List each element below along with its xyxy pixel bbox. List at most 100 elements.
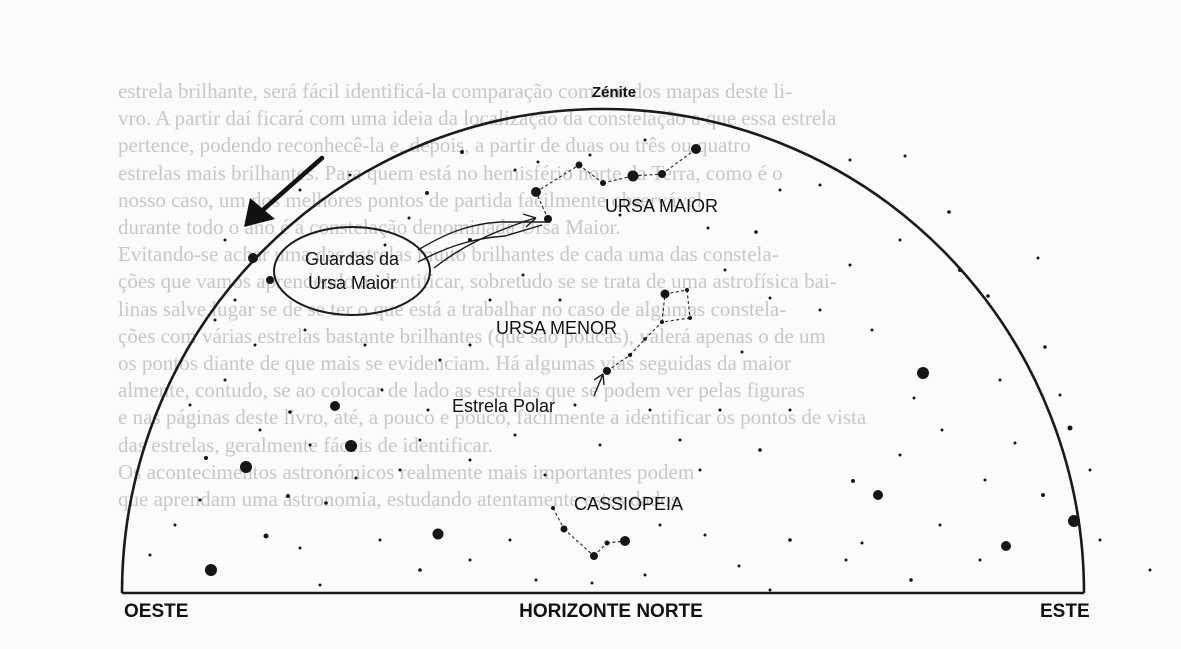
star xyxy=(860,541,864,545)
star xyxy=(536,160,540,164)
zenith-label: Zénite xyxy=(592,84,636,101)
star xyxy=(848,158,852,162)
star xyxy=(1043,345,1047,349)
guards-arrow-outline-a xyxy=(417,221,550,251)
guards-arrowhead xyxy=(522,213,537,228)
star xyxy=(718,408,722,412)
bright-star xyxy=(1001,541,1011,551)
bright-star xyxy=(917,367,929,379)
star xyxy=(598,443,602,447)
star xyxy=(1067,425,1073,431)
star xyxy=(768,588,772,592)
guards-label-line1: Guardas da xyxy=(305,249,400,269)
bleed-through-text: estrela brilhante, será fácil identificá… xyxy=(118,78,1178,513)
bleed-line: ções com várias estrelas bastante brilha… xyxy=(118,323,826,348)
guards-ellipse xyxy=(273,226,431,316)
bleed-line: Evitando-se achar uma das estrelas muito… xyxy=(118,242,779,267)
ursa-major-label: URSA MAIOR xyxy=(605,196,718,216)
star xyxy=(148,553,152,557)
star xyxy=(643,573,647,577)
polaris-arrow xyxy=(593,373,605,397)
star xyxy=(1041,493,1045,497)
star xyxy=(258,218,262,222)
bleed-line: Os acontecimentos astronómicos realmente… xyxy=(118,459,695,484)
star xyxy=(468,238,472,242)
star xyxy=(903,154,907,158)
star xyxy=(947,210,951,214)
bright-star xyxy=(590,552,598,560)
star xyxy=(1148,568,1152,572)
star xyxy=(354,476,358,480)
star xyxy=(188,403,192,407)
bright-star xyxy=(691,144,701,154)
bleed-line: os pontos diante de que mais se evidenci… xyxy=(118,351,791,376)
star xyxy=(286,494,290,498)
star xyxy=(298,188,302,192)
star xyxy=(468,343,472,347)
ursa-minor-label: URSA MENOR xyxy=(496,318,617,338)
star xyxy=(688,316,692,320)
star xyxy=(543,473,547,477)
star xyxy=(778,188,782,192)
star xyxy=(263,533,269,539)
arrow-pointers xyxy=(417,213,605,397)
star xyxy=(938,523,942,527)
star xyxy=(912,396,916,400)
star xyxy=(558,298,562,302)
star xyxy=(438,358,442,362)
star xyxy=(1058,393,1062,397)
bright-star xyxy=(248,253,258,263)
bleed-line: nosso caso, um dos melhores pontos de pa… xyxy=(118,187,703,212)
ursa-minor-lines xyxy=(606,289,691,372)
star xyxy=(508,538,512,542)
guards-label-line2: Ursa Maior xyxy=(308,273,396,293)
star xyxy=(521,273,525,277)
star xyxy=(648,408,652,412)
cassiopeia-lines xyxy=(552,507,626,557)
star xyxy=(788,408,792,412)
star xyxy=(426,408,430,412)
star xyxy=(600,180,606,186)
bleed-line: das estrelas, geralmente fáceis de ident… xyxy=(118,432,493,457)
star xyxy=(978,558,982,562)
star xyxy=(1036,256,1040,260)
star xyxy=(1088,468,1092,472)
star xyxy=(851,479,855,483)
star xyxy=(723,268,727,272)
star xyxy=(703,533,707,537)
star xyxy=(380,388,384,392)
star xyxy=(604,540,610,546)
star xyxy=(513,433,517,437)
star xyxy=(758,448,762,452)
bright-star xyxy=(603,367,611,375)
star xyxy=(658,523,662,527)
star xyxy=(398,468,402,472)
bright-star xyxy=(560,525,568,533)
star xyxy=(425,191,429,195)
star xyxy=(870,328,874,332)
bright-star xyxy=(531,187,541,197)
star xyxy=(1098,538,1102,542)
star xyxy=(318,583,322,587)
star xyxy=(986,294,990,298)
east-label: ESTE xyxy=(1040,601,1090,622)
bright-star xyxy=(345,440,357,452)
bright-star xyxy=(266,276,274,284)
star xyxy=(788,538,792,542)
star xyxy=(418,568,422,572)
star xyxy=(898,238,902,242)
cassiopeia-label: CASSIOPEIA xyxy=(574,494,683,514)
star xyxy=(551,506,555,510)
star xyxy=(983,478,987,482)
star xyxy=(363,343,367,347)
star xyxy=(383,243,387,247)
star xyxy=(303,328,307,332)
star xyxy=(844,558,848,562)
bleed-line: estrela brilhante, será fácil identificá… xyxy=(118,79,793,103)
star xyxy=(223,238,227,242)
star xyxy=(898,453,902,457)
guards-pointer xyxy=(433,217,536,269)
star xyxy=(768,296,772,300)
star xyxy=(660,320,664,324)
